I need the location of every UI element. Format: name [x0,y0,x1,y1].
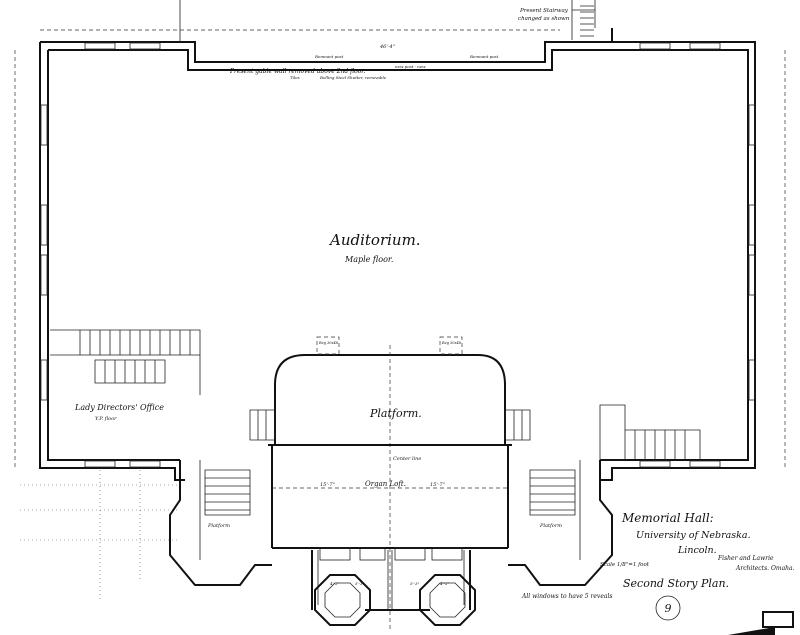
portico-column-left [314,574,371,626]
center-line-label: Center line [393,456,421,462]
windows-note: All windows to have 5 reveals [521,593,612,600]
lady-office-label: Lady Directors' Office [74,403,164,412]
auditorium-floor-label: Maple floor. [344,255,393,264]
organ-dimension-right: 15'-7" [430,482,445,488]
remnant-post-right: Remnant post [469,54,499,59]
portico-dim-4: 4'-2" [439,581,450,586]
wing-dimension-lines [20,470,180,600]
stairway-note: Present Stairway [519,8,569,14]
portico [311,547,476,626]
portico-column-right [419,574,476,626]
organ-loft [268,444,512,549]
register-right [439,336,463,355]
left-platform-label: Platform [207,523,230,529]
side-stairs [204,404,701,516]
organ-loft-label: Organ Loft. [365,480,406,488]
left-wing [169,460,272,586]
portico-dim-2: 5'-3" [355,581,365,586]
platform-outline [274,354,506,445]
side-dimension-lines [14,50,786,470]
outer-walls [39,0,756,481]
platform-label: Platform. [369,407,422,420]
plan-name: Second Story Plan. [623,577,729,590]
stamp-box [762,611,794,628]
portico-dim-1: 4'-2" [329,581,340,586]
new-post-note: new post - new [395,64,426,69]
stairs-left [50,329,201,395]
stairway-note-2: changed as shown [518,16,570,22]
register-left [316,336,340,355]
shutter-note: Rolling Steel Shutter, removable [319,75,387,80]
lady-office-floor-label: Y.P. floor [95,416,117,422]
title-memorial-hall: Memorial Hall: [621,511,714,525]
register-right-label: Reg 30x48 [441,341,462,345]
remnant-post-left: Remnant post [314,54,344,59]
gable-note: Present gable wall removed above 2nd flo… [229,68,366,75]
title-university: University of Nebraska. [636,530,751,541]
auditorium-label: Auditorium. [328,231,421,249]
sheet-number-circle [655,595,681,621]
title-city: Lincoln. [677,545,717,556]
portico-dim-3: 5'-3" [410,581,420,586]
register-left-label: Reg 30x48 [318,341,339,345]
architects-line-1: Fisher and Lawrie [717,555,774,562]
right-platform-label: Platform [539,523,562,529]
right-wing [508,460,613,586]
sheet-number: 9 [665,602,672,615]
windows [40,42,756,468]
wing-inner-walls [199,460,581,560]
tiles-note: Tiles [290,75,300,80]
architects-line-2: Architects. Omaha. [735,565,795,572]
organ-dimension-left: 15'-7" [320,482,335,488]
corner-mark [728,627,775,635]
top-span-dimension: 46'-4" [379,44,395,50]
scale-note: Scale 1/8"=1 foot [600,562,650,568]
